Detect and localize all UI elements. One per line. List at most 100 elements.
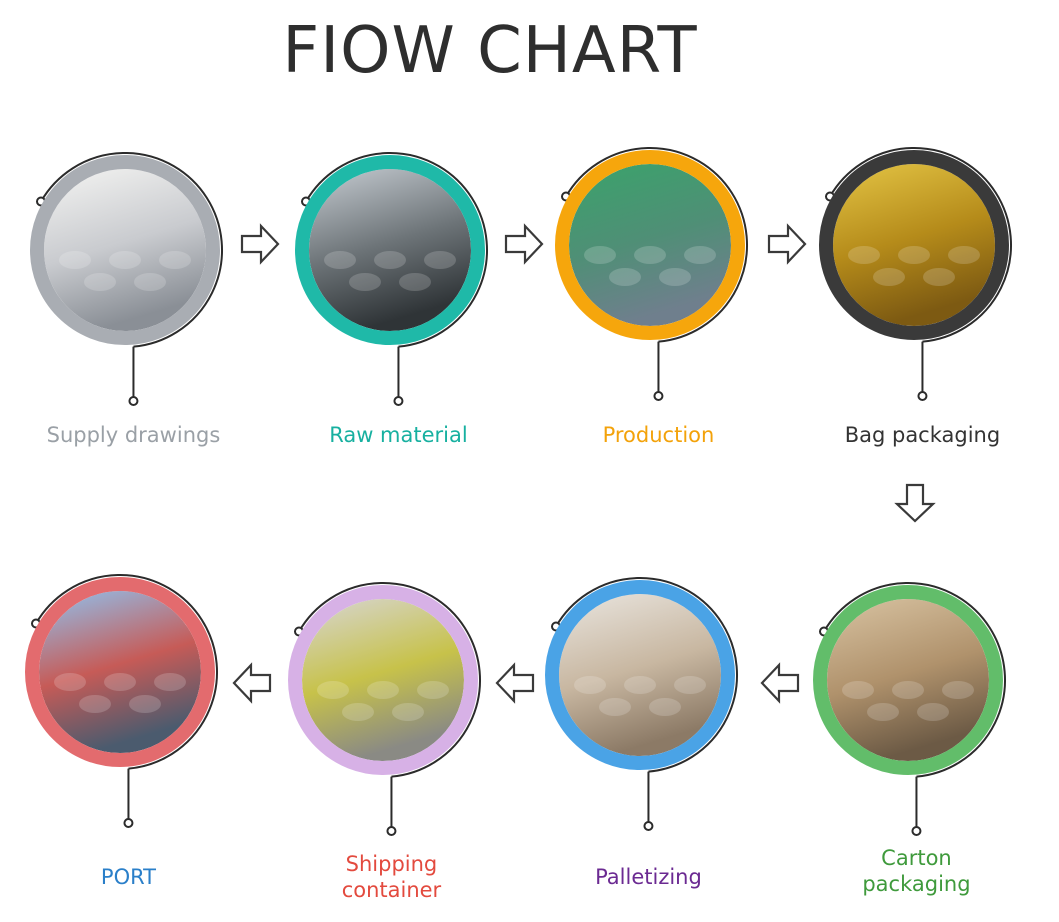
photo-texture <box>684 246 716 264</box>
step-ring <box>545 580 735 770</box>
arrow-down-icon <box>894 483 936 523</box>
photo-texture <box>109 251 141 269</box>
photo-texture <box>892 681 924 699</box>
photo-texture <box>104 673 136 691</box>
step-label: Palletizing <box>528 864 768 890</box>
step-ring <box>819 150 1009 340</box>
connector-end-dot <box>123 818 134 828</box>
step-5 <box>813 582 1006 836</box>
photo-texture <box>134 273 166 291</box>
photo-texture <box>54 673 86 691</box>
arrow-left-icon <box>760 662 800 704</box>
step-label-line: packaging <box>862 872 971 896</box>
photo-texture <box>324 251 356 269</box>
outer-arc <box>305 152 488 348</box>
connector-end-dot <box>386 826 397 836</box>
arrow-right-icon <box>240 223 280 265</box>
step-8 <box>25 574 218 828</box>
container-port-photo <box>39 591 201 753</box>
photo-texture <box>848 246 880 264</box>
photo-texture <box>942 681 974 699</box>
outer-arc <box>829 147 1012 343</box>
photo-texture <box>842 681 874 699</box>
outer-arc <box>565 147 748 343</box>
pallets-in-warehouse-photo <box>559 594 721 756</box>
step-4 <box>819 147 1012 401</box>
connector-end-dot <box>128 396 139 406</box>
arrow-left-icon <box>232 662 272 704</box>
step-ring <box>288 585 478 775</box>
carton-boxes-photo <box>827 599 989 761</box>
step-label-line: PORT <box>100 865 156 889</box>
step-label-line: Production <box>602 423 715 447</box>
arrow-right-icon <box>767 223 807 265</box>
yellow-bags-photo <box>833 164 995 326</box>
step-2 <box>295 152 488 406</box>
step-label: Bag packaging <box>802 422 1042 448</box>
outer-arc <box>823 582 1006 778</box>
arrow-right-icon <box>504 223 544 265</box>
container-loading-photo <box>302 599 464 761</box>
arrow-left-icon <box>495 662 535 704</box>
connector-end-dot <box>643 821 654 831</box>
step-ring <box>555 150 745 340</box>
connector-end-dot <box>653 391 664 401</box>
steel-wire-coils-photo <box>309 169 471 331</box>
outer-arc <box>555 577 738 773</box>
photo-texture <box>923 268 955 286</box>
photo-texture <box>659 268 691 286</box>
step-label: Production <box>538 422 778 448</box>
step-ring <box>295 155 485 345</box>
photo-texture <box>917 703 949 721</box>
photo-texture <box>367 681 399 699</box>
photo-texture <box>129 695 161 713</box>
photo-texture <box>609 268 641 286</box>
photo-texture <box>948 246 980 264</box>
outer-arc <box>298 582 481 778</box>
step-6 <box>545 577 738 831</box>
step-label: Raw material <box>278 422 518 448</box>
step-label-line: Shipping <box>345 852 438 876</box>
photo-texture <box>867 703 899 721</box>
connector-end-dot <box>917 391 928 401</box>
step-label-line: Bag packaging <box>844 423 1001 447</box>
factory-floor-photo <box>569 164 731 326</box>
photo-texture <box>424 251 456 269</box>
step-ring <box>30 155 220 345</box>
photo-texture <box>79 695 111 713</box>
outer-arc <box>40 152 223 348</box>
photo-texture <box>59 251 91 269</box>
connector-end-dot <box>911 826 922 836</box>
photo-texture <box>649 698 681 716</box>
photo-texture <box>417 681 449 699</box>
step-label-line: container <box>341 878 442 902</box>
step-label-line: Supply drawings <box>46 423 221 447</box>
photo-texture <box>342 703 374 721</box>
step-label-line: Raw material <box>329 423 468 447</box>
photo-texture <box>634 246 666 264</box>
photo-texture <box>873 268 905 286</box>
photo-texture <box>159 251 191 269</box>
photo-texture <box>624 676 656 694</box>
photo-texture <box>599 698 631 716</box>
step-7 <box>288 582 481 836</box>
photo-texture <box>349 273 381 291</box>
step-label: Supply drawings <box>13 422 253 448</box>
bolts-and-anchors-photo <box>44 169 206 331</box>
photo-texture <box>674 676 706 694</box>
step-1 <box>30 152 223 406</box>
step-ring <box>813 585 1003 775</box>
photo-texture <box>84 273 116 291</box>
outer-arc <box>35 574 218 770</box>
photo-texture <box>317 681 349 699</box>
photo-texture <box>584 246 616 264</box>
step-label-line: Palletizing <box>595 865 702 889</box>
step-3 <box>555 147 748 401</box>
photo-texture <box>574 676 606 694</box>
photo-texture <box>399 273 431 291</box>
step-ring <box>25 577 215 767</box>
